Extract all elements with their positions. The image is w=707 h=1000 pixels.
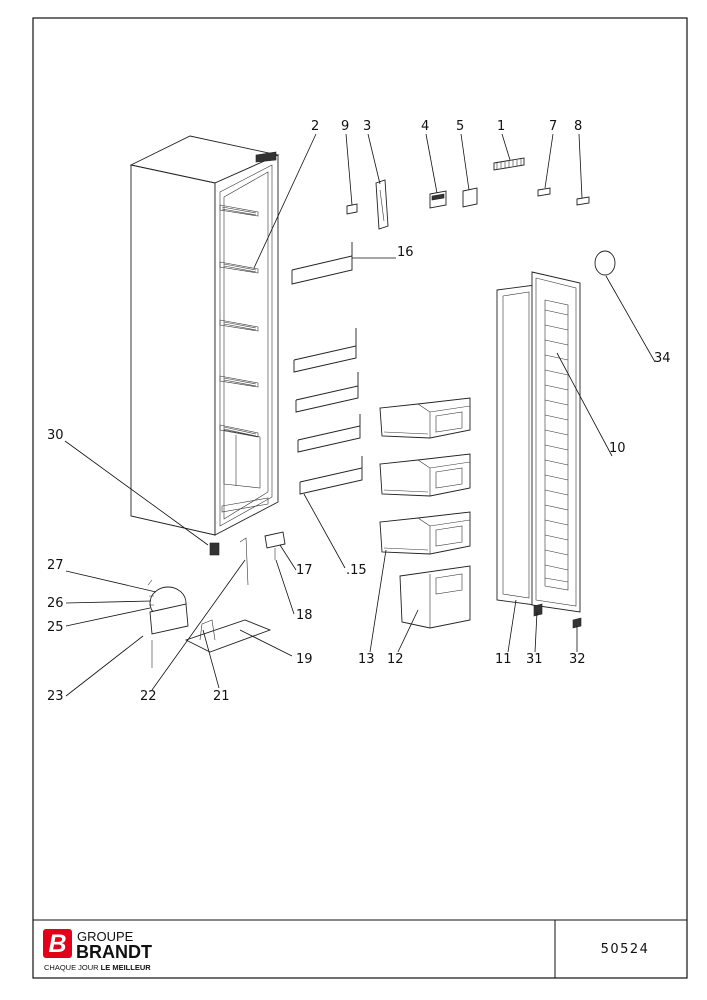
brand-logo-letter: B [48,930,66,958]
brand-tagline-emphasis: LE MEILLEUR [101,963,152,972]
cabinet-shelves [219,204,259,438]
brand-tagline: CHAQUE JOUR LE MEILLEUR [44,963,151,972]
callout-15: .15 [346,563,367,578]
callout-8: 8 [574,119,582,134]
door-assembly [496,250,616,629]
brand-name: BRANDT [76,942,152,962]
callout-12: 12 [387,652,404,667]
callout-1: 1 [497,119,505,134]
callout-22: 22 [140,689,157,704]
compressor-parts [147,531,286,668]
leader-lines [64,133,656,697]
callout-32: 32 [569,652,586,667]
callout-17: 17 [296,563,313,578]
brand-tagline-prefix: CHAQUE JOUR [44,963,101,972]
callout-25: 25 [47,620,64,635]
callout-27: 27 [47,558,64,573]
callout-7: 7 [549,119,557,134]
cabinet [129,135,280,536]
crisper-drawers [379,397,471,629]
callout-11: 11 [495,652,512,667]
callout-13: 13 [358,652,375,667]
callout-26: 26 [47,596,64,611]
drawing-number: 50524 [601,942,650,957]
callout-34: 34 [654,351,671,366]
callout-16: 16 [397,245,414,260]
callout-5: 5 [456,119,464,134]
callout-9: 9 [341,119,349,134]
callout-31: 31 [526,652,543,667]
callout-18: 18 [296,608,313,623]
callout-labels: 2 9 3 4 5 1 7 8 16 34 10 30 27 17 .15 26… [47,119,671,704]
small-parts-top [346,157,590,230]
callout-19: 19 [296,652,313,667]
brand-logo-badge [43,929,72,958]
callout-23: 23 [47,689,64,704]
callout-21: 21 [213,689,230,704]
brand-group-label: GROUPE [77,929,134,944]
callout-4: 4 [421,119,429,134]
callout-3: 3 [363,119,371,134]
callout-10: 10 [609,441,626,456]
brand-logo: B GROUPE BRANDT CHAQUE JOUR LE MEILLEUR [43,929,152,972]
callout-2: 2 [311,119,319,134]
shelf-rails [291,242,363,495]
drawing-frame [32,17,688,979]
callout-30: 30 [47,428,64,443]
